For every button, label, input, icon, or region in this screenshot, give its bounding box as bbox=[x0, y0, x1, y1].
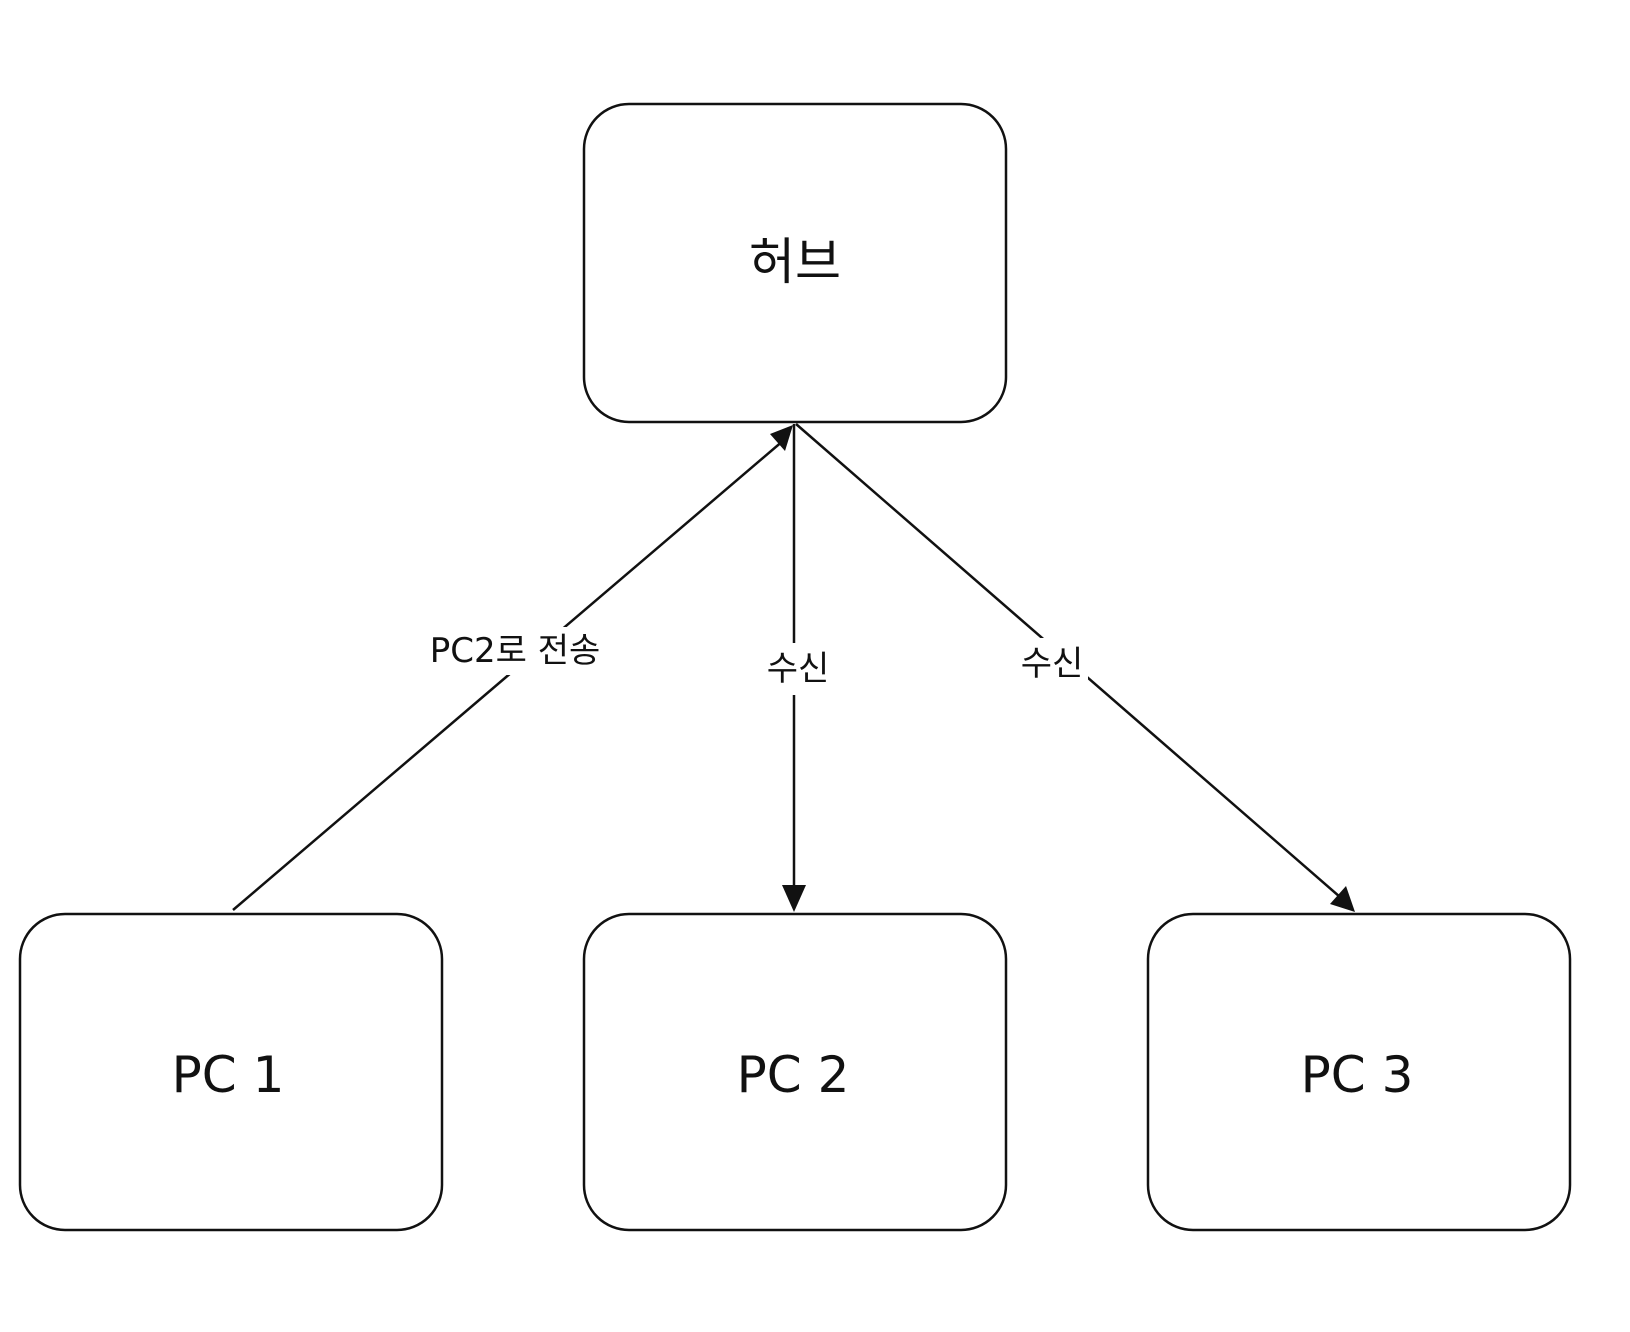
edge-hub-to-pc2-label-bg bbox=[762, 643, 834, 695]
node-pc3-label: PC 3 bbox=[1301, 1046, 1414, 1104]
node-hub-label: 허브 bbox=[749, 233, 841, 291]
node-pc3: PC 3 bbox=[1146, 912, 1572, 1232]
node-pc2-label: PC 2 bbox=[737, 1046, 850, 1104]
edge-hub-to-pc3-label: 수신 bbox=[1021, 644, 1084, 684]
node-pc1-label: PC 1 bbox=[172, 1046, 285, 1104]
edge-hub-to-pc3: 수신 bbox=[795, 423, 1355, 912]
arrowhead-pc2 bbox=[782, 885, 806, 912]
edge-pc1-to-hub-label: PC2로 전송 bbox=[430, 631, 601, 671]
arrowhead-pc3 bbox=[1330, 886, 1355, 912]
edge-pc1-to-hub-label-bg bbox=[420, 627, 610, 675]
edge-pc1-to-hub: PC2로 전송 bbox=[232, 425, 793, 911]
edge-hub-to-pc3-label-bg bbox=[1016, 638, 1088, 690]
node-pc2: PC 2 bbox=[582, 912, 1008, 1232]
node-pc1-box bbox=[18, 912, 444, 1232]
node-pc1: PC 1 bbox=[18, 912, 444, 1232]
node-pc2-box bbox=[582, 912, 1008, 1232]
node-pc3-box bbox=[1146, 912, 1572, 1232]
arrowhead-hub-from-pc1 bbox=[770, 425, 793, 451]
node-hub-box bbox=[582, 102, 1008, 424]
node-hub: 허브 bbox=[582, 102, 1008, 424]
edge-hub-to-pc2-label: 수신 bbox=[767, 649, 830, 689]
edge-hub-to-pc2: 수신 bbox=[762, 424, 834, 912]
